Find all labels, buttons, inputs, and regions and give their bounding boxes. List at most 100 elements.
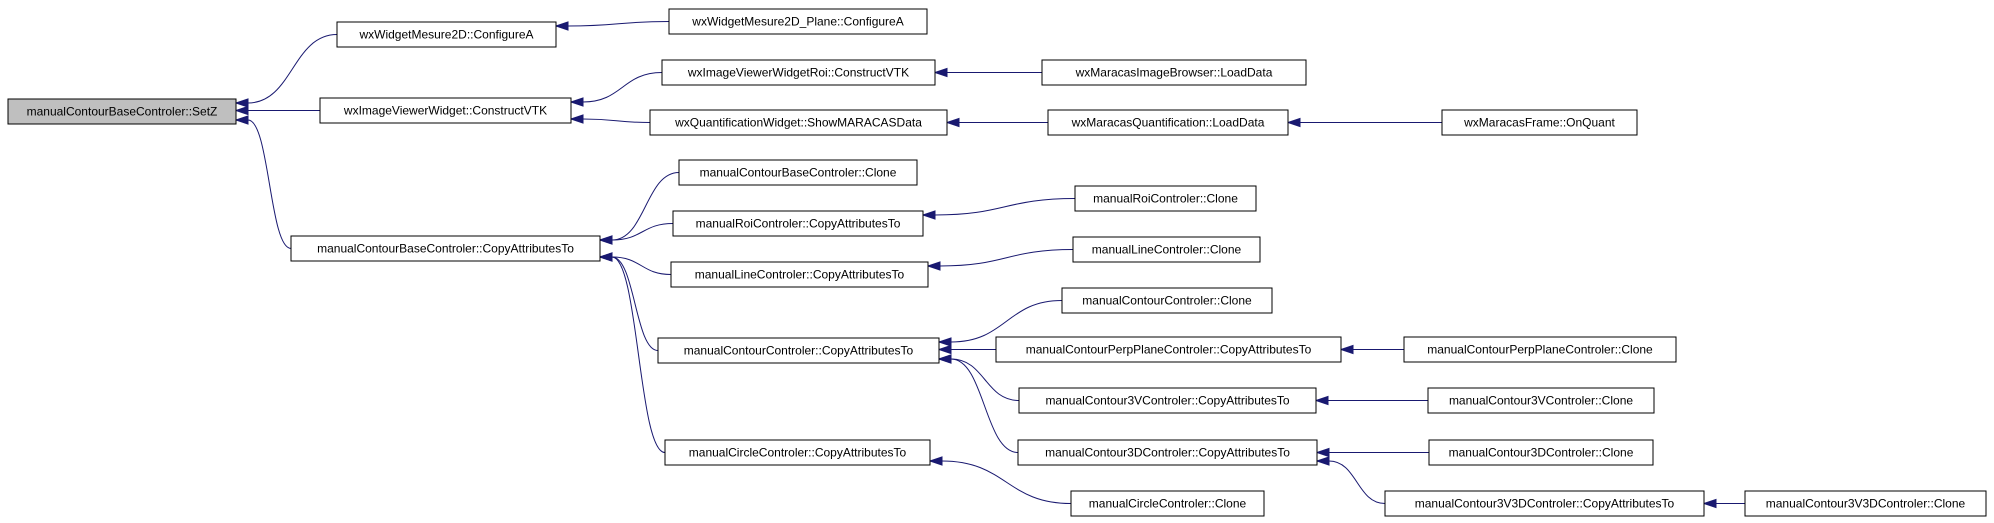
node-box (1047, 109, 1289, 136)
node-label: manualContour3DControler::CopyAttributes… (1045, 446, 1290, 460)
arrowhead-icon (937, 354, 952, 364)
arrowhead-icon (569, 97, 584, 107)
node-label: manualContourBaseControler::Clone (700, 166, 897, 180)
function-node[interactable]: wxMaracasQuantification::LoadData (1047, 109, 1289, 136)
call-edge (921, 198, 1076, 220)
edge-line (941, 460, 1072, 504)
node-box (336, 21, 557, 48)
function-node[interactable]: wxWidgetMesure2D_Plane::ConfigureA (668, 8, 928, 35)
edge-line (950, 358, 1019, 453)
function-node[interactable]: manualRoiControler::CopyAttributesTo (672, 210, 924, 237)
function-node[interactable]: manualLineControler::Clone (1072, 236, 1261, 263)
node-box (670, 261, 929, 288)
arrowhead-icon (569, 114, 584, 124)
node-box (319, 97, 572, 124)
call-edge (598, 252, 666, 453)
node-box (995, 336, 1342, 363)
node-label: manualContourControler::CopyAttributesTo (684, 344, 914, 358)
node-label: manualContourPerpPlaneControler::Clone (1427, 343, 1653, 357)
function-node[interactable]: manualContourBaseControler::CopyAttribut… (290, 235, 601, 262)
function-node[interactable]: wxImageViewerWidgetRoi::ConstructVTK (661, 59, 936, 86)
node-label: manualContourBaseControler::CopyAttribut… (317, 242, 574, 256)
node-label: manualContour3VControler::CopyAttributes… (1045, 394, 1289, 408)
call-edge (554, 21, 670, 31)
arrowhead-icon (598, 252, 613, 262)
node-label: wxWidgetMesure2D_Plane::ConfigureA (691, 15, 903, 29)
node-box (664, 439, 931, 466)
arrowhead-icon (1286, 117, 1301, 128)
root-function-node[interactable]: manualContourBaseControler::SetZ (7, 98, 237, 125)
function-node[interactable]: manualContour3VControler::CopyAttributes… (1018, 387, 1317, 414)
node-box (1041, 59, 1307, 86)
function-node[interactable]: manualCircleControler::CopyAttributesTo (664, 439, 931, 466)
node-label: manualContourControler::Clone (1082, 294, 1252, 308)
node-box (7, 98, 237, 125)
arrowhead-icon (1702, 498, 1717, 509)
node-box (290, 235, 601, 262)
node-label: wxWidgetMesure2D::ConfigureA (358, 28, 533, 42)
function-node[interactable]: manualContourBaseControler::Clone (678, 159, 918, 186)
arrowhead-icon (945, 117, 960, 128)
arrowhead-icon (598, 235, 613, 245)
call-edge (926, 249, 1074, 271)
function-node[interactable]: manualContour3V3DControler::CopyAttribut… (1384, 490, 1705, 517)
node-box (1072, 236, 1261, 263)
node-box (657, 337, 940, 364)
node-label: wxMaracasQuantification::LoadData (1071, 116, 1265, 130)
function-node[interactable]: wxWidgetMesure2D::ConfigureA (336, 21, 557, 48)
node-label: wxQuantificationWidget::ShowMARACASData (674, 116, 922, 130)
arrowhead-icon (933, 67, 948, 78)
function-node[interactable]: manualRoiControler::Clone (1074, 185, 1257, 212)
call-edge (1286, 117, 1442, 128)
call-edge (1315, 456, 1386, 504)
node-label: wxImageViewerWidgetRoi::ConstructVTK (687, 66, 909, 80)
function-node[interactable]: manualContour3DControler::Clone (1428, 439, 1654, 466)
function-node[interactable]: manualContourPerpPlaneControler::Clone (1403, 336, 1677, 363)
function-node[interactable]: manualContour3V3DControler::Clone (1744, 490, 1987, 517)
call-edge (1702, 498, 1745, 509)
edge-line (582, 72, 663, 103)
function-node[interactable]: manualLineControler::CopyAttributesTo (670, 261, 929, 288)
node-box (678, 159, 918, 186)
call-edge (569, 72, 663, 107)
function-node[interactable]: wxImageViewerWidget::ConstructVTK (319, 97, 572, 124)
node-box (1061, 287, 1273, 314)
edge-line (1328, 460, 1386, 504)
node-label: manualLineControler::CopyAttributesTo (695, 268, 905, 282)
function-node[interactable]: manualContour3VControler::Clone (1427, 387, 1655, 414)
node-label: manualContour3DControler::Clone (1449, 446, 1634, 460)
call-edge (234, 105, 320, 116)
function-node[interactable]: manualContourControler::Clone (1061, 287, 1273, 314)
node-label: manualContour3V3DControler::CopyAttribut… (1415, 497, 1675, 511)
arrowhead-icon (1315, 447, 1330, 458)
call-edge (937, 300, 1063, 347)
function-node[interactable]: wxMaracasImageBrowser::LoadData (1041, 59, 1307, 86)
node-box (649, 109, 948, 136)
node-box (668, 8, 928, 35)
node-box (1403, 336, 1677, 363)
edge-line (611, 256, 666, 453)
node-box (1074, 185, 1257, 212)
node-layer: manualContourBaseControler::SetZ wxWidget… (7, 8, 1987, 517)
function-node[interactable]: manualContour3DControler::CopyAttributes… (1017, 439, 1318, 466)
function-node[interactable]: manualCircleControler::Clone (1070, 490, 1265, 517)
node-label: manualContourBaseControler::SetZ (27, 105, 218, 119)
function-node[interactable]: wxMaracasFrame::OnQuant (1441, 109, 1638, 136)
function-node[interactable]: manualContourControler::CopyAttributesTo (657, 337, 940, 364)
node-label: manualContour3V3DControler::Clone (1766, 497, 1966, 511)
call-edge (933, 67, 1042, 78)
edge-line (247, 34, 338, 104)
node-label: manualCircleControler::CopyAttributesTo (689, 446, 907, 460)
node-box (661, 59, 936, 86)
call-edge (937, 344, 996, 355)
node-box (1070, 490, 1265, 517)
arrowhead-icon (234, 98, 249, 108)
node-box (1441, 109, 1638, 136)
node-label: manualContour3VControler::Clone (1449, 394, 1633, 408)
call-edge (234, 34, 338, 108)
arrowhead-icon (1315, 456, 1330, 466)
function-node[interactable]: wxQuantificationWidget::ShowMARACASData (649, 109, 948, 136)
call-edge (928, 456, 1072, 504)
function-node[interactable]: manualContourPerpPlaneControler::CopyAtt… (995, 336, 1342, 363)
arrowhead-icon (928, 456, 943, 466)
